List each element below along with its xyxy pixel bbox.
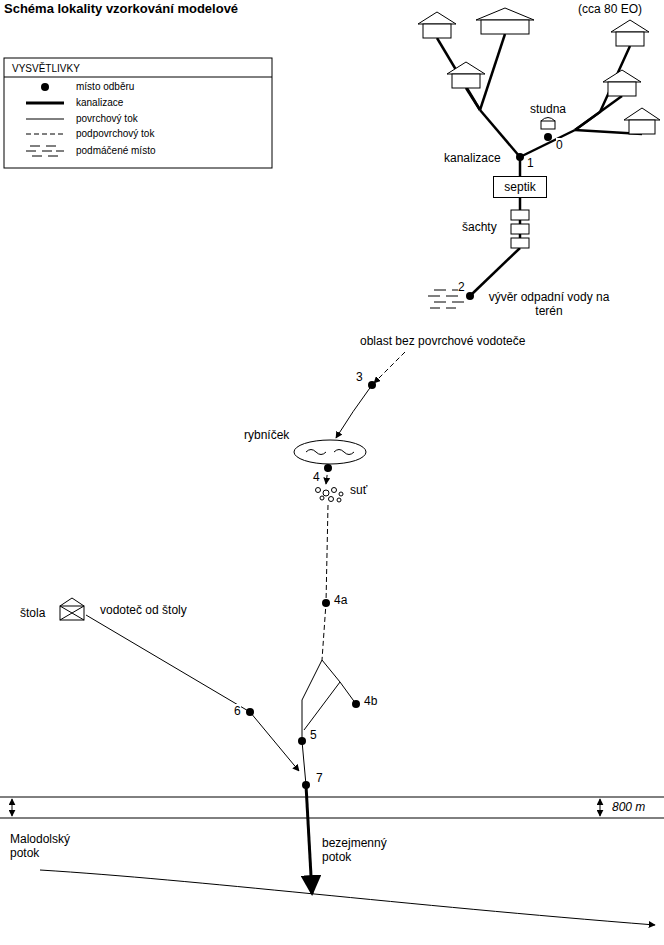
map-label: vývěr odpadní vody na terén [484,290,614,318]
house-symbol [476,8,534,34]
callout-number: 5 [310,728,317,742]
distance-band [0,797,664,818]
map-label: kanalizace [444,151,501,165]
surface-flow [336,385,372,438]
sampling-point [544,133,552,141]
sampling-point [466,292,474,300]
callout-number: 4 [313,470,320,484]
map-label: bezejmenný potok [322,836,402,864]
legend-text: podmáčené místo [76,144,156,158]
legend-text: místo odběru [76,80,134,94]
callout-number: 2 [458,280,465,294]
houses [418,8,660,134]
sampling-point [516,153,524,161]
map-label: rybníček [244,428,289,442]
map-label: vodoteč od štoly [100,603,187,617]
sampling-point [302,781,310,789]
unnamed-stream [306,785,312,894]
sampling-point [322,599,330,607]
sampling-point [298,737,306,745]
well-symbol [541,118,555,130]
surface-flow [302,660,356,785]
house-symbol [624,108,660,134]
subsurface-flow [322,505,328,660]
callout-number: 4b [364,694,377,708]
sampling-point [352,700,360,708]
subsurface-flow [374,352,405,383]
scree-symbol [316,488,344,503]
map-label: štola [20,606,45,620]
house-symbol [603,70,641,96]
sampling-point [246,708,254,716]
house-symbol [447,62,485,88]
sampling-points [246,133,552,789]
adit-symbol [60,598,84,620]
legend-box [4,58,272,168]
sewer-lines [437,34,642,294]
callout-number: 4a [334,593,347,607]
title: Schéma lokality vzorkování modelové [4,2,238,16]
callout-number: 0 [556,138,563,152]
legend-text: kanalizace [76,96,123,110]
sampling-point [324,464,332,472]
map-label: (cca 80 EO) [578,2,642,16]
pond-symbol [294,440,366,464]
legend-text: podpovrchový tok [76,127,154,141]
main-stream [40,870,655,925]
legend-text: povrchový tok [76,112,138,126]
map-label: suť [350,483,367,497]
map-label: šachty [462,220,497,234]
map-label: VYSVĚTLIVKY [12,62,80,76]
process-box: septik [493,176,547,198]
house-symbol [418,12,456,38]
map-label: oblast bez povrchové vodoteče [360,334,525,348]
callout-number: 7 [316,771,323,785]
map-label: Malodolský potok [10,832,90,860]
callout-number: 1 [527,156,534,170]
adit-stream [86,615,299,771]
box-label: septik [504,180,536,194]
sampling-point [368,381,376,389]
shaft-boxes [511,210,529,248]
callout-number: 6 [234,704,241,718]
map-label: studna [530,102,566,116]
map-label: 800 m [612,800,645,814]
house-symbol [611,20,649,46]
callout-number: 3 [356,370,363,384]
